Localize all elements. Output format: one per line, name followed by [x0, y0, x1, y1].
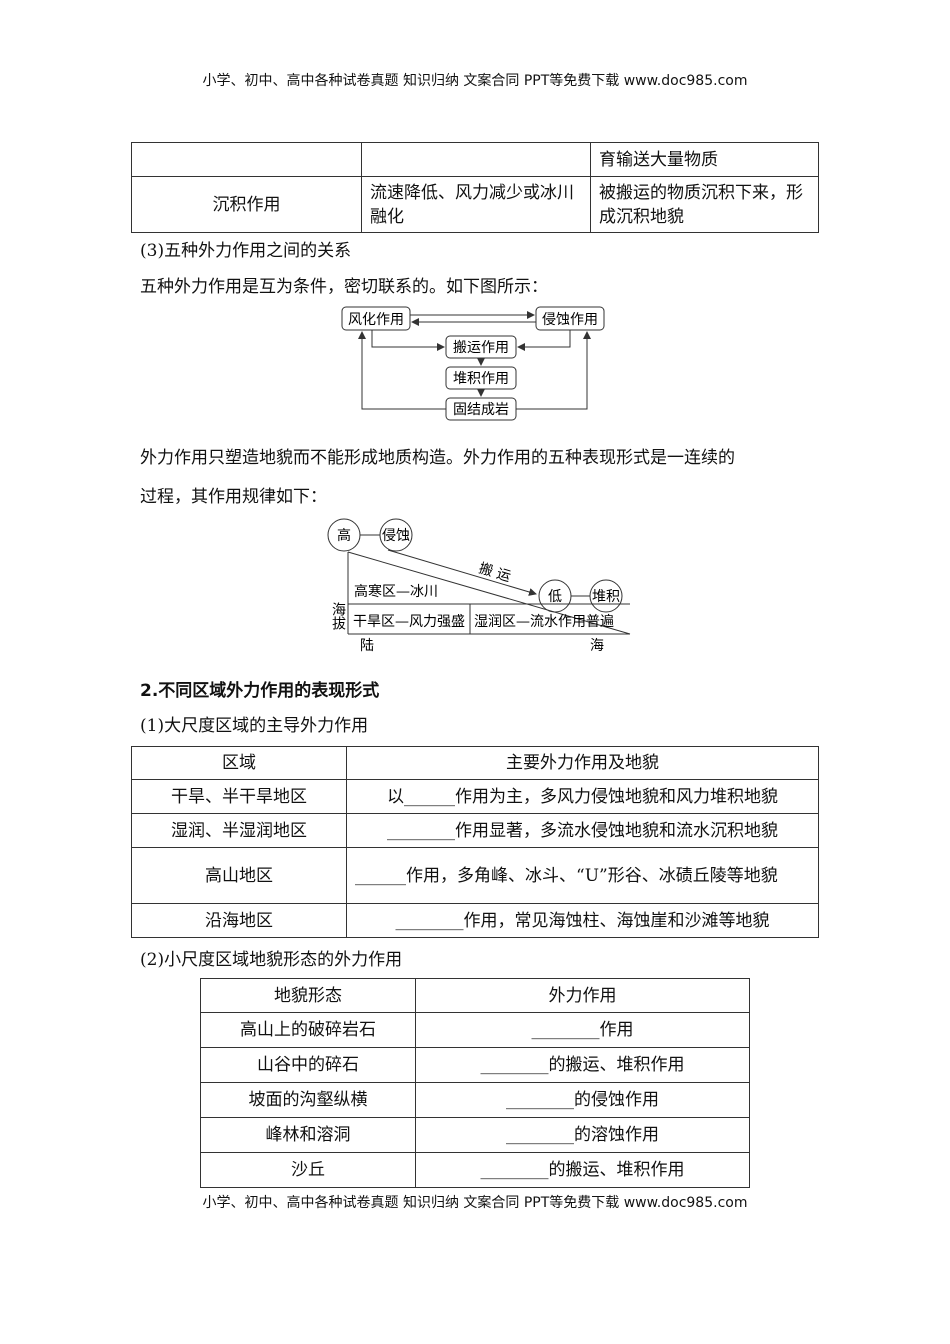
table-cell: 沉积作用	[131, 176, 362, 233]
table-cell: 以______作用为主，多风力侵蚀地貌和风力堆积地貌	[346, 779, 819, 814]
table-header-row: 地貌形态 外力作用	[200, 978, 750, 1013]
table-cell: ________作用，常见海蚀柱、海蚀崖和沙滩等地貌	[346, 903, 819, 938]
table-row: 沉积作用 流速降低、风力减少或冰川融化 被搬运的物质沉积下来，形成沉积地貌	[131, 176, 819, 233]
high-label: 高	[337, 527, 351, 544]
table-cell: 高山地区	[131, 847, 347, 904]
external-forces-cycle-diagram: 风化作用 侵蚀作用 搬运作用 堆积作用 固结成岩	[341, 306, 605, 421]
page-header: 小学、初中、高中各种试卷真题 知识归纳 文案合同 PPT等免费下载 www.do…	[202, 73, 748, 89]
table-cell: ________的侵蚀作用	[415, 1082, 750, 1118]
altitude-label: 海拔	[330, 602, 346, 630]
sea-label: 海	[590, 638, 604, 654]
land-label: 陆	[360, 638, 374, 654]
table-row: 高山上的破碎岩石 ________作用	[200, 1012, 750, 1048]
table-header: 外力作用	[415, 978, 750, 1013]
table-cell: ______作用，多角峰、冰斗、“U”形谷、冰碛丘陵等地貌	[346, 847, 819, 904]
table-cell: 被搬运的物质沉积下来，形成沉积地貌	[590, 176, 819, 233]
table-cell: 沙丘	[200, 1152, 416, 1188]
top-table: 育输送大量物质 沉积作用 流速降低、风力减少或冰川融化 被搬运的物质沉积下来，形…	[131, 142, 819, 233]
table-row: 沿海地区 ________作用，常见海蚀柱、海蚀崖和沙滩等地貌	[131, 903, 819, 938]
erosion-label: 侵蚀作用	[542, 311, 598, 328]
table-header: 地貌形态	[200, 978, 416, 1013]
table-row: 育输送大量物质	[131, 142, 819, 177]
table-cell: 高山上的破碎岩石	[200, 1012, 416, 1048]
consolidation-label: 固结成岩	[453, 402, 509, 418]
table-row: 坡面的沟壑纵横 ________的侵蚀作用	[200, 1082, 750, 1118]
table-cell: ________作用显著，多流水侵蚀地貌和流水沉积地貌	[346, 813, 819, 848]
paragraph: 过程，其作用规律如下：	[140, 487, 327, 507]
table-row: 湿润、半湿润地区 ________作用显著，多流水侵蚀地貌和流水沉积地貌	[131, 813, 819, 848]
subsection-title: (1)大尺度区域的主导外力作用	[140, 716, 369, 736]
cold-zone-label: 高寒区—冰川	[354, 583, 438, 600]
erosion-circle-label: 侵蚀	[382, 527, 410, 544]
table-cell: ________的溶蚀作用	[415, 1117, 750, 1153]
table-cell	[131, 142, 362, 177]
low-label: 低	[548, 589, 562, 605]
table-cell: 湿润、半湿润地区	[131, 813, 347, 848]
table-row: 沙丘 ________的搬运、堆积作用	[200, 1152, 750, 1188]
table-cell: 峰林和溶洞	[200, 1117, 416, 1153]
table-row: 峰林和溶洞 ________的溶蚀作用	[200, 1117, 750, 1153]
table-cell	[361, 142, 591, 177]
table-cell: 流速降低、风力减少或冰川融化	[361, 176, 591, 233]
deposition-label: 堆积作用	[453, 371, 509, 387]
table-cell: 沿海地区	[131, 903, 347, 938]
table-row: 干旱、半干旱地区 以______作用为主，多风力侵蚀地貌和风力堆积地貌	[131, 779, 819, 814]
table-row: 高山地区 ______作用，多角峰、冰斗、“U”形谷、冰碛丘陵等地貌	[131, 847, 819, 904]
table-cell: 干旱、半干旱地区	[131, 779, 347, 814]
table-cell: 坡面的沟壑纵横	[200, 1082, 416, 1118]
transport-label: 搬运作用	[453, 340, 509, 356]
table-header: 主要外力作用及地貌	[346, 746, 819, 780]
external-forces-altitude-diagram: 高 侵蚀 搬 运 低 堆积 高寒区—冰川 干旱区—风力强盛 湿润区—流水作用普遍…	[327, 518, 631, 654]
paragraph: 五种外力作用是互为条件，密切联系的。如下图所示：	[140, 277, 548, 297]
table-cell: ________作用	[415, 1012, 750, 1048]
humid-zone-label: 湿润区—流水作用普遍	[474, 614, 614, 630]
section-title: 2.不同区域外力作用的表现形式	[140, 681, 380, 701]
deposit-label: 堆积	[592, 589, 620, 605]
subsection-title: (2)小尺度区域地貌形态的外力作用	[140, 950, 403, 970]
table-cell: 育输送大量物质	[590, 142, 819, 177]
subsection-title: (3)五种外力作用之间的关系	[140, 241, 352, 261]
table-header: 区域	[131, 746, 347, 780]
page-footer: 小学、初中、高中各种试卷真题 知识归纳 文案合同 PPT等免费下载 www.do…	[202, 1195, 748, 1211]
weathering-label: 风化作用	[348, 312, 404, 328]
table-cell: 山谷中的碎石	[200, 1047, 416, 1083]
table-header-row: 区域 主要外力作用及地貌	[131, 746, 819, 780]
arid-zone-label: 干旱区—风力强盛	[353, 614, 465, 630]
table-cell: ________的搬运、堆积作用	[415, 1152, 750, 1188]
large-scale-table: 区域 主要外力作用及地貌 干旱、半干旱地区 以______作用为主，多风力侵蚀地…	[131, 746, 819, 938]
table-cell: ________的搬运、堆积作用	[415, 1047, 750, 1083]
table-row: 山谷中的碎石 ________的搬运、堆积作用	[200, 1047, 750, 1083]
paragraph: 外力作用只塑造地貌而不能形成地质构造。外力作用的五种表现形式是一连续的	[140, 448, 735, 468]
small-scale-table: 地貌形态 外力作用 高山上的破碎岩石 ________作用 山谷中的碎石 ___…	[200, 978, 750, 1188]
